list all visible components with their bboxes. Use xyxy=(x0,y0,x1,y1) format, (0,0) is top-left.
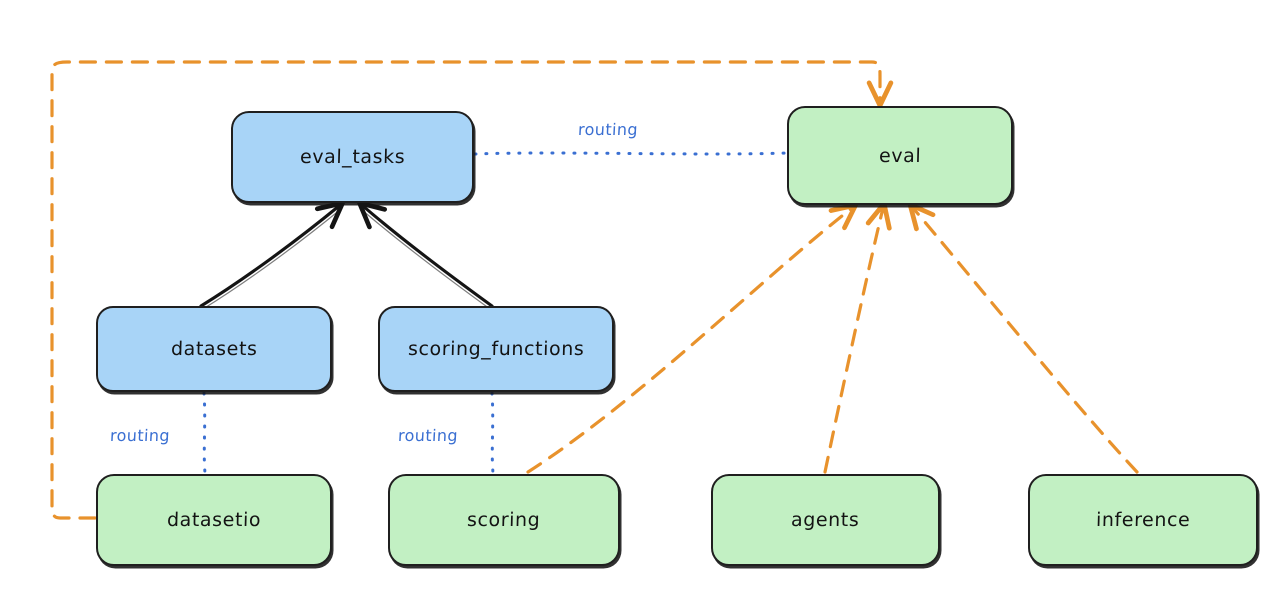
edge-scoring_fn-eval_tasks-wobble xyxy=(360,208,491,310)
node-label-agents: agents xyxy=(791,509,860,531)
edge-datasets-eval_tasks-wobble xyxy=(202,208,342,310)
edge-inference-eval xyxy=(913,208,1139,474)
node-label-datasetio: datasetio xyxy=(166,509,262,531)
edge-datasets-datasetio xyxy=(202,391,207,475)
node-label-scoring-functions: scoring_functions xyxy=(407,338,585,360)
node-label-eval: eval xyxy=(878,144,922,167)
edge-label-text: routing xyxy=(397,426,459,445)
node-scoring[interactable]: scoring xyxy=(388,474,620,566)
node-datasets[interactable]: datasets xyxy=(96,306,332,392)
edge-label-routing-scoring-functions-scoring: routing xyxy=(398,426,459,445)
node-inference[interactable]: inference xyxy=(1028,474,1258,566)
node-label-inference: inference xyxy=(1095,509,1191,531)
edge-datasets-eval_tasks xyxy=(199,200,345,308)
edge-label-routing-eval-tasks-eval: routing xyxy=(578,120,639,139)
edge-scoring_fn-eval_tasks xyxy=(357,200,494,308)
node-label-datasets: datasets xyxy=(170,338,258,360)
edge-agents-eval xyxy=(823,208,883,474)
node-datasetio[interactable]: datasetio xyxy=(96,474,332,566)
edge-label-routing-datasets-datasetio: routing xyxy=(110,426,171,445)
node-agents[interactable]: agents xyxy=(711,474,940,566)
edge-eval_tasks-eval xyxy=(473,151,788,156)
node-label-eval-tasks: eval_tasks xyxy=(299,146,406,168)
edge-label-text: routing xyxy=(109,426,171,445)
node-eval-tasks[interactable]: eval_tasks xyxy=(231,111,474,203)
node-label-scoring: scoring xyxy=(467,509,541,531)
edge-label-text: routing xyxy=(577,120,639,139)
node-scoring-functions[interactable]: scoring_functions xyxy=(378,306,614,392)
node-eval[interactable]: eval xyxy=(787,106,1013,205)
edge-scoring_fn-scoring xyxy=(490,391,495,475)
